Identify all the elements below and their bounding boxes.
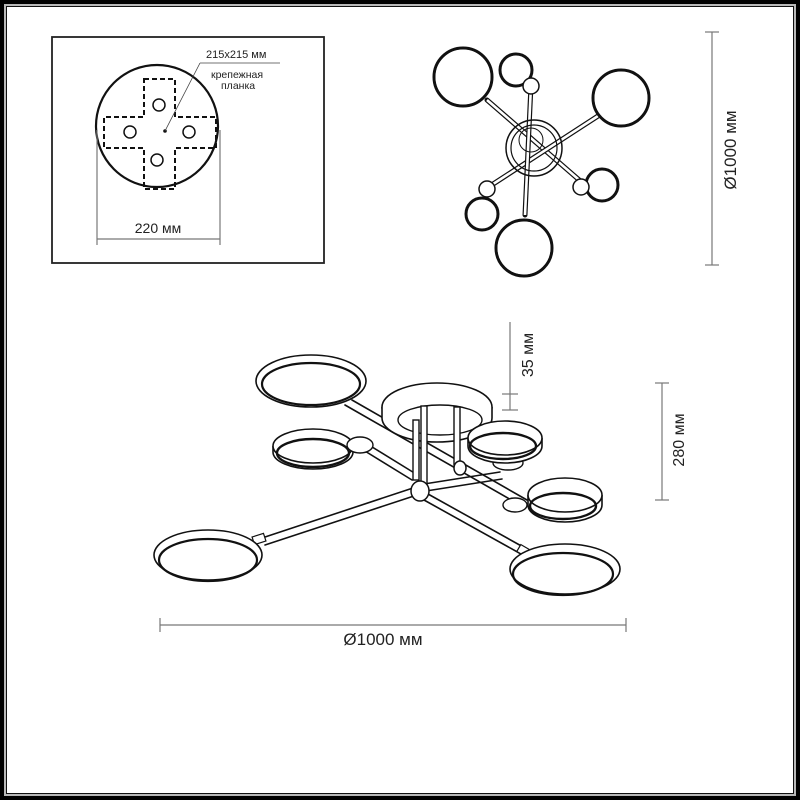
side-ring-small-1 (272, 428, 354, 464)
joint-1 (522, 77, 540, 95)
side-joint-3 (502, 497, 528, 513)
frame-gap (4, 4, 796, 796)
canopy-height-label: 35 мм (520, 333, 537, 377)
side-view: 35 мм 280 мм Ø1000 мм (153, 322, 688, 649)
side-canopy-inner (397, 404, 483, 436)
leader-line (164, 62, 201, 132)
total-height-label: 280 мм (671, 413, 688, 466)
ring-small-3 (464, 196, 500, 232)
screw-hole-bottom (150, 153, 164, 167)
side-ring-small-2 (467, 420, 543, 456)
ring-small-1 (498, 52, 534, 88)
screw-hole-top (152, 98, 166, 112)
top-diameter-label: Ø1000 мм (721, 110, 740, 189)
arm-front-right (423, 493, 526, 555)
inset-box (51, 36, 325, 264)
arm-back-diagonal (344, 399, 528, 506)
joint-3 (478, 180, 496, 198)
side-diameter-label: Ø1000 мм (343, 630, 422, 649)
screw-hole-left (123, 125, 137, 139)
ring-large-1 (432, 46, 494, 108)
arm-long-left (261, 486, 421, 546)
plate-name-line1: крепежная (211, 69, 263, 81)
base-diameter-label: 220 мм (135, 220, 182, 236)
inner-frame (6, 6, 794, 794)
ring-small-2 (584, 167, 620, 203)
mounting-plate-outline (103, 78, 217, 190)
side-joint-1 (346, 436, 374, 454)
plate-size-label: 215x215 мм (206, 49, 266, 61)
plate-name-line2: планка (221, 80, 255, 92)
top-canopy-inner (510, 124, 558, 172)
joint-2 (572, 178, 590, 196)
rod-3 (412, 419, 420, 481)
ring-large-3 (494, 218, 554, 278)
arm-right-upper (423, 471, 503, 492)
canopy-base-circle (94, 63, 220, 189)
rod-2 (453, 406, 461, 466)
top-view: Ø1000 мм (432, 31, 740, 278)
mounting-inset: 215x215 мм крепежная планка 220 мм (51, 36, 325, 264)
screw-hole-right (182, 125, 196, 139)
hub-main (410, 480, 430, 502)
ring-large-2 (591, 68, 651, 128)
hub-secondary (453, 460, 467, 476)
side-ring-small-3 (527, 477, 603, 513)
top-canopy-outer (505, 119, 563, 177)
side-ring-large-1 (255, 354, 367, 408)
rod-1 (420, 405, 428, 487)
